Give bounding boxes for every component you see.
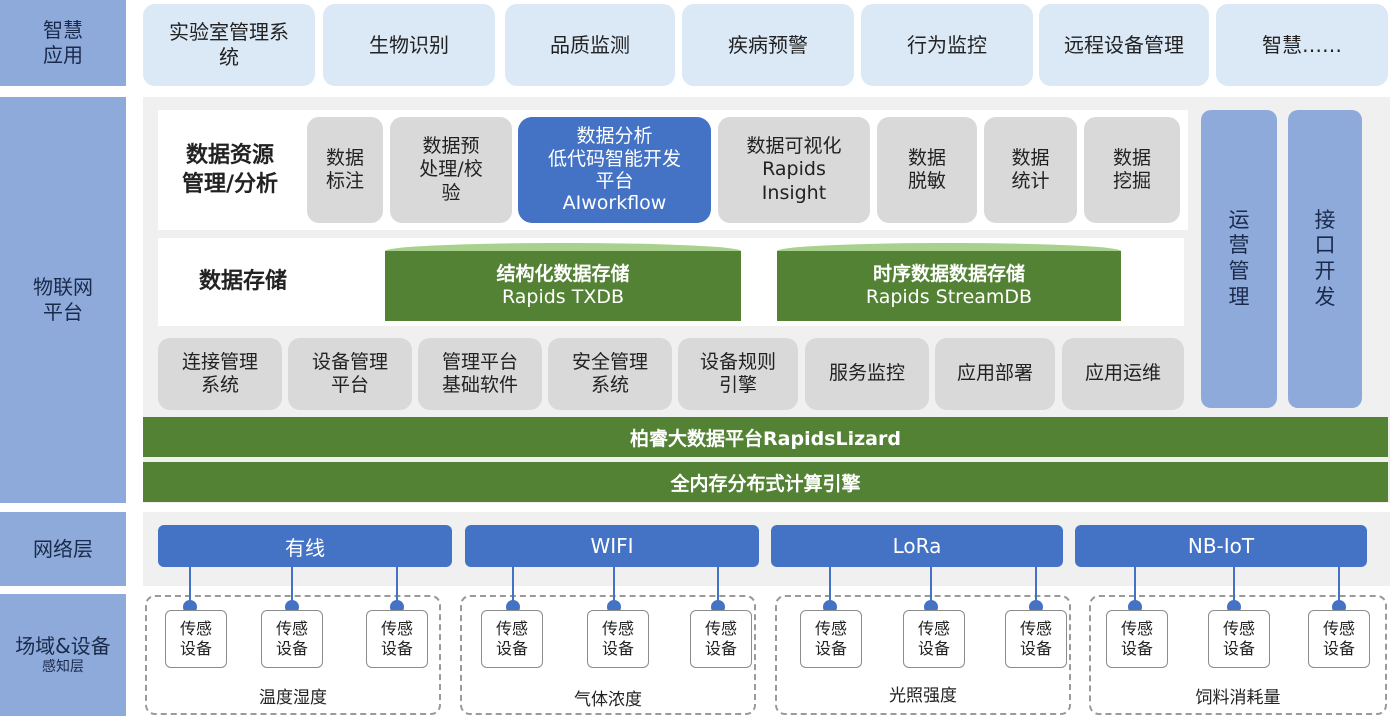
connector-line bbox=[717, 567, 719, 607]
svc-app-ops[interactable]: 应用运维 bbox=[1062, 338, 1184, 410]
app-remote-device[interactable]: 远程设备管理 bbox=[1039, 4, 1209, 86]
timeseries-storage-name: 时序数据数据存储 bbox=[872, 263, 1025, 286]
group-label-gas-concentration: 气体浓度 bbox=[574, 689, 642, 710]
data-storage-title: 数据存储 bbox=[198, 268, 287, 294]
connector-line bbox=[829, 567, 831, 607]
connector-line bbox=[512, 567, 514, 607]
connector-line bbox=[396, 567, 398, 607]
sensor-device[interactable]: 传感 设备 bbox=[481, 610, 543, 668]
svc-monitoring[interactable]: 服务监控 bbox=[805, 338, 929, 410]
svc-rule-engine[interactable]: 设备规则 引擎 bbox=[678, 338, 798, 410]
app-smart-more[interactable]: 智慧…… bbox=[1216, 4, 1388, 86]
sensor-device[interactable]: 传感 设备 bbox=[1005, 610, 1067, 668]
layer-label-device: 场域&设备 感知层 bbox=[0, 594, 126, 716]
sensor-device[interactable]: 传感 设备 bbox=[261, 610, 323, 668]
connector-line bbox=[1035, 567, 1037, 607]
structured-storage[interactable]: 结构化数据存储 Rapids TXDB bbox=[385, 251, 741, 321]
connector-line bbox=[1338, 567, 1340, 607]
sensor-device[interactable]: 传感 设备 bbox=[800, 610, 862, 668]
group-label-temperature-humidity: 温度湿度 bbox=[259, 687, 327, 708]
layer-label-iot-platform: 物联网 平台 bbox=[0, 97, 126, 503]
interface-development[interactable]: 接 口 开 发 bbox=[1288, 110, 1362, 408]
svc-security-mgmt[interactable]: 安全管理 系统 bbox=[548, 338, 672, 410]
data-statistics[interactable]: 数据 统计 bbox=[984, 117, 1077, 223]
sensor-device[interactable]: 传感 设备 bbox=[903, 610, 965, 668]
connector-line bbox=[930, 567, 932, 607]
connector-line bbox=[613, 567, 615, 607]
sensor-device[interactable]: 传感 设备 bbox=[1308, 610, 1370, 668]
sensor-device[interactable]: 传感 设备 bbox=[165, 610, 227, 668]
svc-platform-base[interactable]: 管理平台 基础软件 bbox=[418, 338, 542, 410]
group-light-intensity bbox=[775, 595, 1071, 715]
connector-line bbox=[291, 567, 293, 607]
group-label-light-intensity: 光照强度 bbox=[889, 685, 957, 706]
layer-label-device-line1: 场域&设备 bbox=[15, 633, 111, 658]
data-visualization-insight[interactable]: 数据可视化 Rapids Insight bbox=[718, 117, 870, 223]
layer-label-smart-app: 智慧 应用 bbox=[0, 0, 126, 86]
svc-device-mgmt[interactable]: 设备管理 平台 bbox=[288, 338, 412, 410]
group-feed-consumption bbox=[1089, 595, 1387, 715]
connector-line bbox=[189, 567, 191, 607]
sensor-device[interactable]: 传感 设备 bbox=[1106, 610, 1168, 668]
app-behavior-monitor[interactable]: 行为监控 bbox=[861, 4, 1033, 86]
layer-label-iot-line1: 物联网 bbox=[33, 275, 93, 299]
layer-label-iot-line2: 平台 bbox=[43, 300, 83, 324]
data-mining[interactable]: 数据 挖掘 bbox=[1084, 117, 1180, 223]
sensor-device[interactable]: 传感 设备 bbox=[366, 610, 428, 668]
connector-line bbox=[1134, 567, 1136, 607]
operation-management[interactable]: 运 营 管 理 bbox=[1201, 110, 1277, 408]
group-gas-concentration bbox=[460, 595, 756, 715]
app-disease-warning[interactable]: 疾病预警 bbox=[682, 4, 854, 86]
sensor-device[interactable]: 传感 设备 bbox=[587, 610, 649, 668]
layer-label-network: 网络层 bbox=[0, 512, 126, 586]
group-label-feed-consumption: 饲料消耗量 bbox=[1195, 687, 1281, 708]
sensor-device[interactable]: 传感 设备 bbox=[1208, 610, 1270, 668]
compute-engine-bar: 全内存分布式计算引擎 bbox=[143, 462, 1388, 502]
group-temperature-humidity bbox=[145, 595, 441, 715]
app-biometric[interactable]: 生物识别 bbox=[323, 4, 495, 86]
structured-storage-name: 结构化数据存储 bbox=[496, 263, 630, 286]
structured-storage-product: Rapids TXDB bbox=[501, 286, 625, 308]
data-labeling[interactable]: 数据 标注 bbox=[307, 117, 383, 223]
app-lab-management[interactable]: 实验室管理系 统 bbox=[143, 4, 315, 86]
data-mgmt-title: 数据资源 管理/分析 bbox=[181, 143, 279, 197]
app-quality-monitor[interactable]: 品质监测 bbox=[505, 4, 675, 86]
data-masking[interactable]: 数据 脱敏 bbox=[877, 117, 977, 223]
rapidslizard-bar: 柏睿大数据平台RapidsLizard bbox=[143, 417, 1388, 457]
network-wired[interactable]: 有线 bbox=[158, 525, 452, 567]
network-wifi[interactable]: WIFI bbox=[465, 525, 759, 567]
network-nbiot[interactable]: NB-IoT bbox=[1075, 525, 1367, 567]
sensor-device[interactable]: 传感 设备 bbox=[690, 610, 752, 668]
data-analysis-aiworkflow[interactable]: 数据分析 低代码智能开发 平台 AIworkflow bbox=[518, 117, 711, 223]
data-preprocess[interactable]: 数据预 处理/校 验 bbox=[390, 117, 512, 223]
svc-app-deploy[interactable]: 应用部署 bbox=[935, 338, 1055, 410]
timeseries-storage[interactable]: 时序数据数据存储 Rapids StreamDB bbox=[777, 251, 1121, 321]
connector-line bbox=[1233, 567, 1235, 607]
network-lora[interactable]: LoRa bbox=[771, 525, 1063, 567]
layer-label-device-line2: 感知层 bbox=[42, 658, 84, 675]
timeseries-storage-product: Rapids StreamDB bbox=[865, 286, 1033, 308]
svc-connection-mgmt[interactable]: 连接管理 系统 bbox=[158, 338, 282, 410]
